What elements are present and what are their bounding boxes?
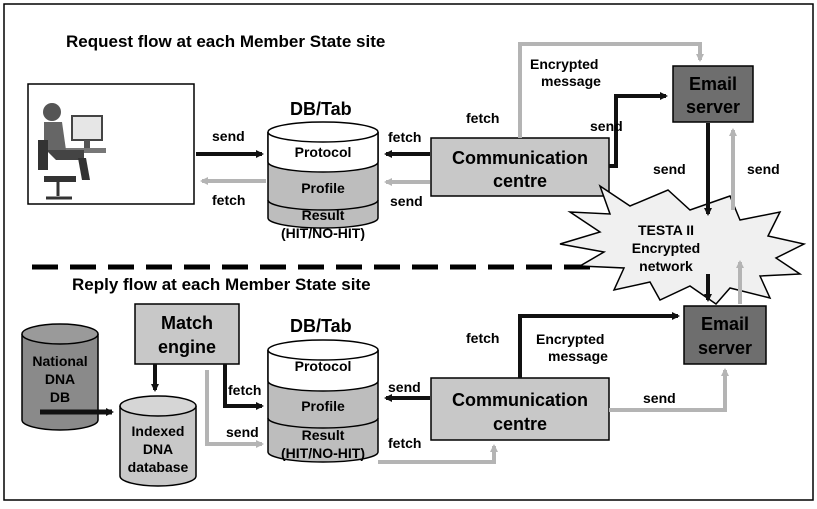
indexed-dna-db: Indexed DNA database (119, 395, 197, 487)
db-bottom-profile: Profile (301, 398, 345, 414)
db-bottom-hit: (HIT/NO-HIT) (281, 445, 365, 461)
label-send-up: send (747, 161, 780, 177)
label-send-db-top: send (390, 193, 423, 209)
comm-bottom-line1: Communication (452, 390, 588, 410)
email-server-top: Email server (672, 65, 754, 123)
communication-centre-top: Communication centre (430, 137, 610, 197)
arrow-fetch-bottom-right (518, 312, 680, 378)
label-send-match: send (226, 424, 259, 440)
match-line1: Match (161, 313, 213, 333)
label-fetch-top-right: fetch (466, 110, 499, 126)
match-engine-box: Match engine (134, 303, 240, 365)
label-send-email-top: send (590, 118, 623, 134)
db-bottom-result: Result (302, 427, 345, 443)
db-tab-top: DB/Tab Protocol Profile Result (HIT/NO-H… (267, 99, 379, 241)
communication-centre-bottom: Communication centre (430, 377, 610, 441)
comm-top-line1: Communication (452, 148, 588, 168)
email-bottom-line1: Email (701, 314, 749, 334)
db-top-profile: Profile (301, 180, 345, 196)
testa-line1: TESTA II (638, 222, 694, 238)
comm-bottom-line2: centre (493, 414, 547, 434)
db-bottom-protocol: Protocol (295, 358, 352, 374)
db-top-protocol: Protocol (295, 144, 352, 160)
arrow-db-bottom-fetch (378, 444, 498, 464)
person-icon (38, 103, 106, 200)
label-send-email-bottom: send (643, 390, 676, 406)
email-server-bottom: Email server (683, 305, 767, 365)
label-send-user: send (212, 128, 245, 144)
indexed-line1: Indexed (132, 423, 185, 439)
label-fetch-match: fetch (228, 382, 261, 398)
label-encrypted-top-1: Encrypted (530, 56, 598, 72)
arrow-send-to-email-bottom (609, 368, 729, 412)
db-top-result: Result (302, 207, 345, 223)
indexed-line2: DNA (143, 441, 173, 457)
label-fetch-db-bottom: fetch (388, 435, 421, 451)
label-send-db-bottom: send (388, 379, 421, 395)
user-workstation-image (27, 83, 195, 205)
testa-line3: network (639, 258, 693, 274)
request-flow-title: Request flow at each Member State site (66, 32, 385, 51)
label-send-down: send (653, 161, 686, 177)
national-line1: National (32, 353, 87, 369)
email-top-line2: server (686, 97, 740, 117)
testa-line2: Encrypted (632, 240, 700, 256)
db-bottom-title: DB/Tab (290, 316, 352, 336)
national-dna-db: National DNA DB (21, 323, 99, 431)
arrow-match-fetch (223, 364, 264, 410)
label-encrypted-bottom-2: message (548, 348, 608, 364)
reply-flow-title: Reply flow at each Member State site (72, 275, 371, 294)
national-line2: DNA (45, 371, 75, 387)
label-fetch-bottom-right: fetch (466, 330, 499, 346)
db-top-title: DB/Tab (290, 99, 352, 119)
label-fetch-db-top: fetch (388, 129, 421, 145)
email-top-line1: Email (689, 74, 737, 94)
indexed-line3: database (128, 459, 189, 475)
arrow-encrypted-top (518, 42, 704, 138)
arrow-comm-to-email-top (609, 92, 668, 168)
email-bottom-line2: server (698, 338, 752, 358)
db-tab-bottom: DB/Tab Protocol Profile Result (HIT/NO-H… (267, 316, 379, 463)
comm-top-line2: centre (493, 171, 547, 191)
label-encrypted-bottom-1: Encrypted (536, 331, 604, 347)
db-top-hit: (HIT/NO-HIT) (281, 225, 365, 241)
national-line3: DB (50, 389, 70, 405)
label-fetch-user: fetch (212, 192, 245, 208)
label-encrypted-top-2: message (541, 73, 601, 89)
match-line2: engine (158, 337, 216, 357)
arrow-match-send (205, 370, 264, 448)
